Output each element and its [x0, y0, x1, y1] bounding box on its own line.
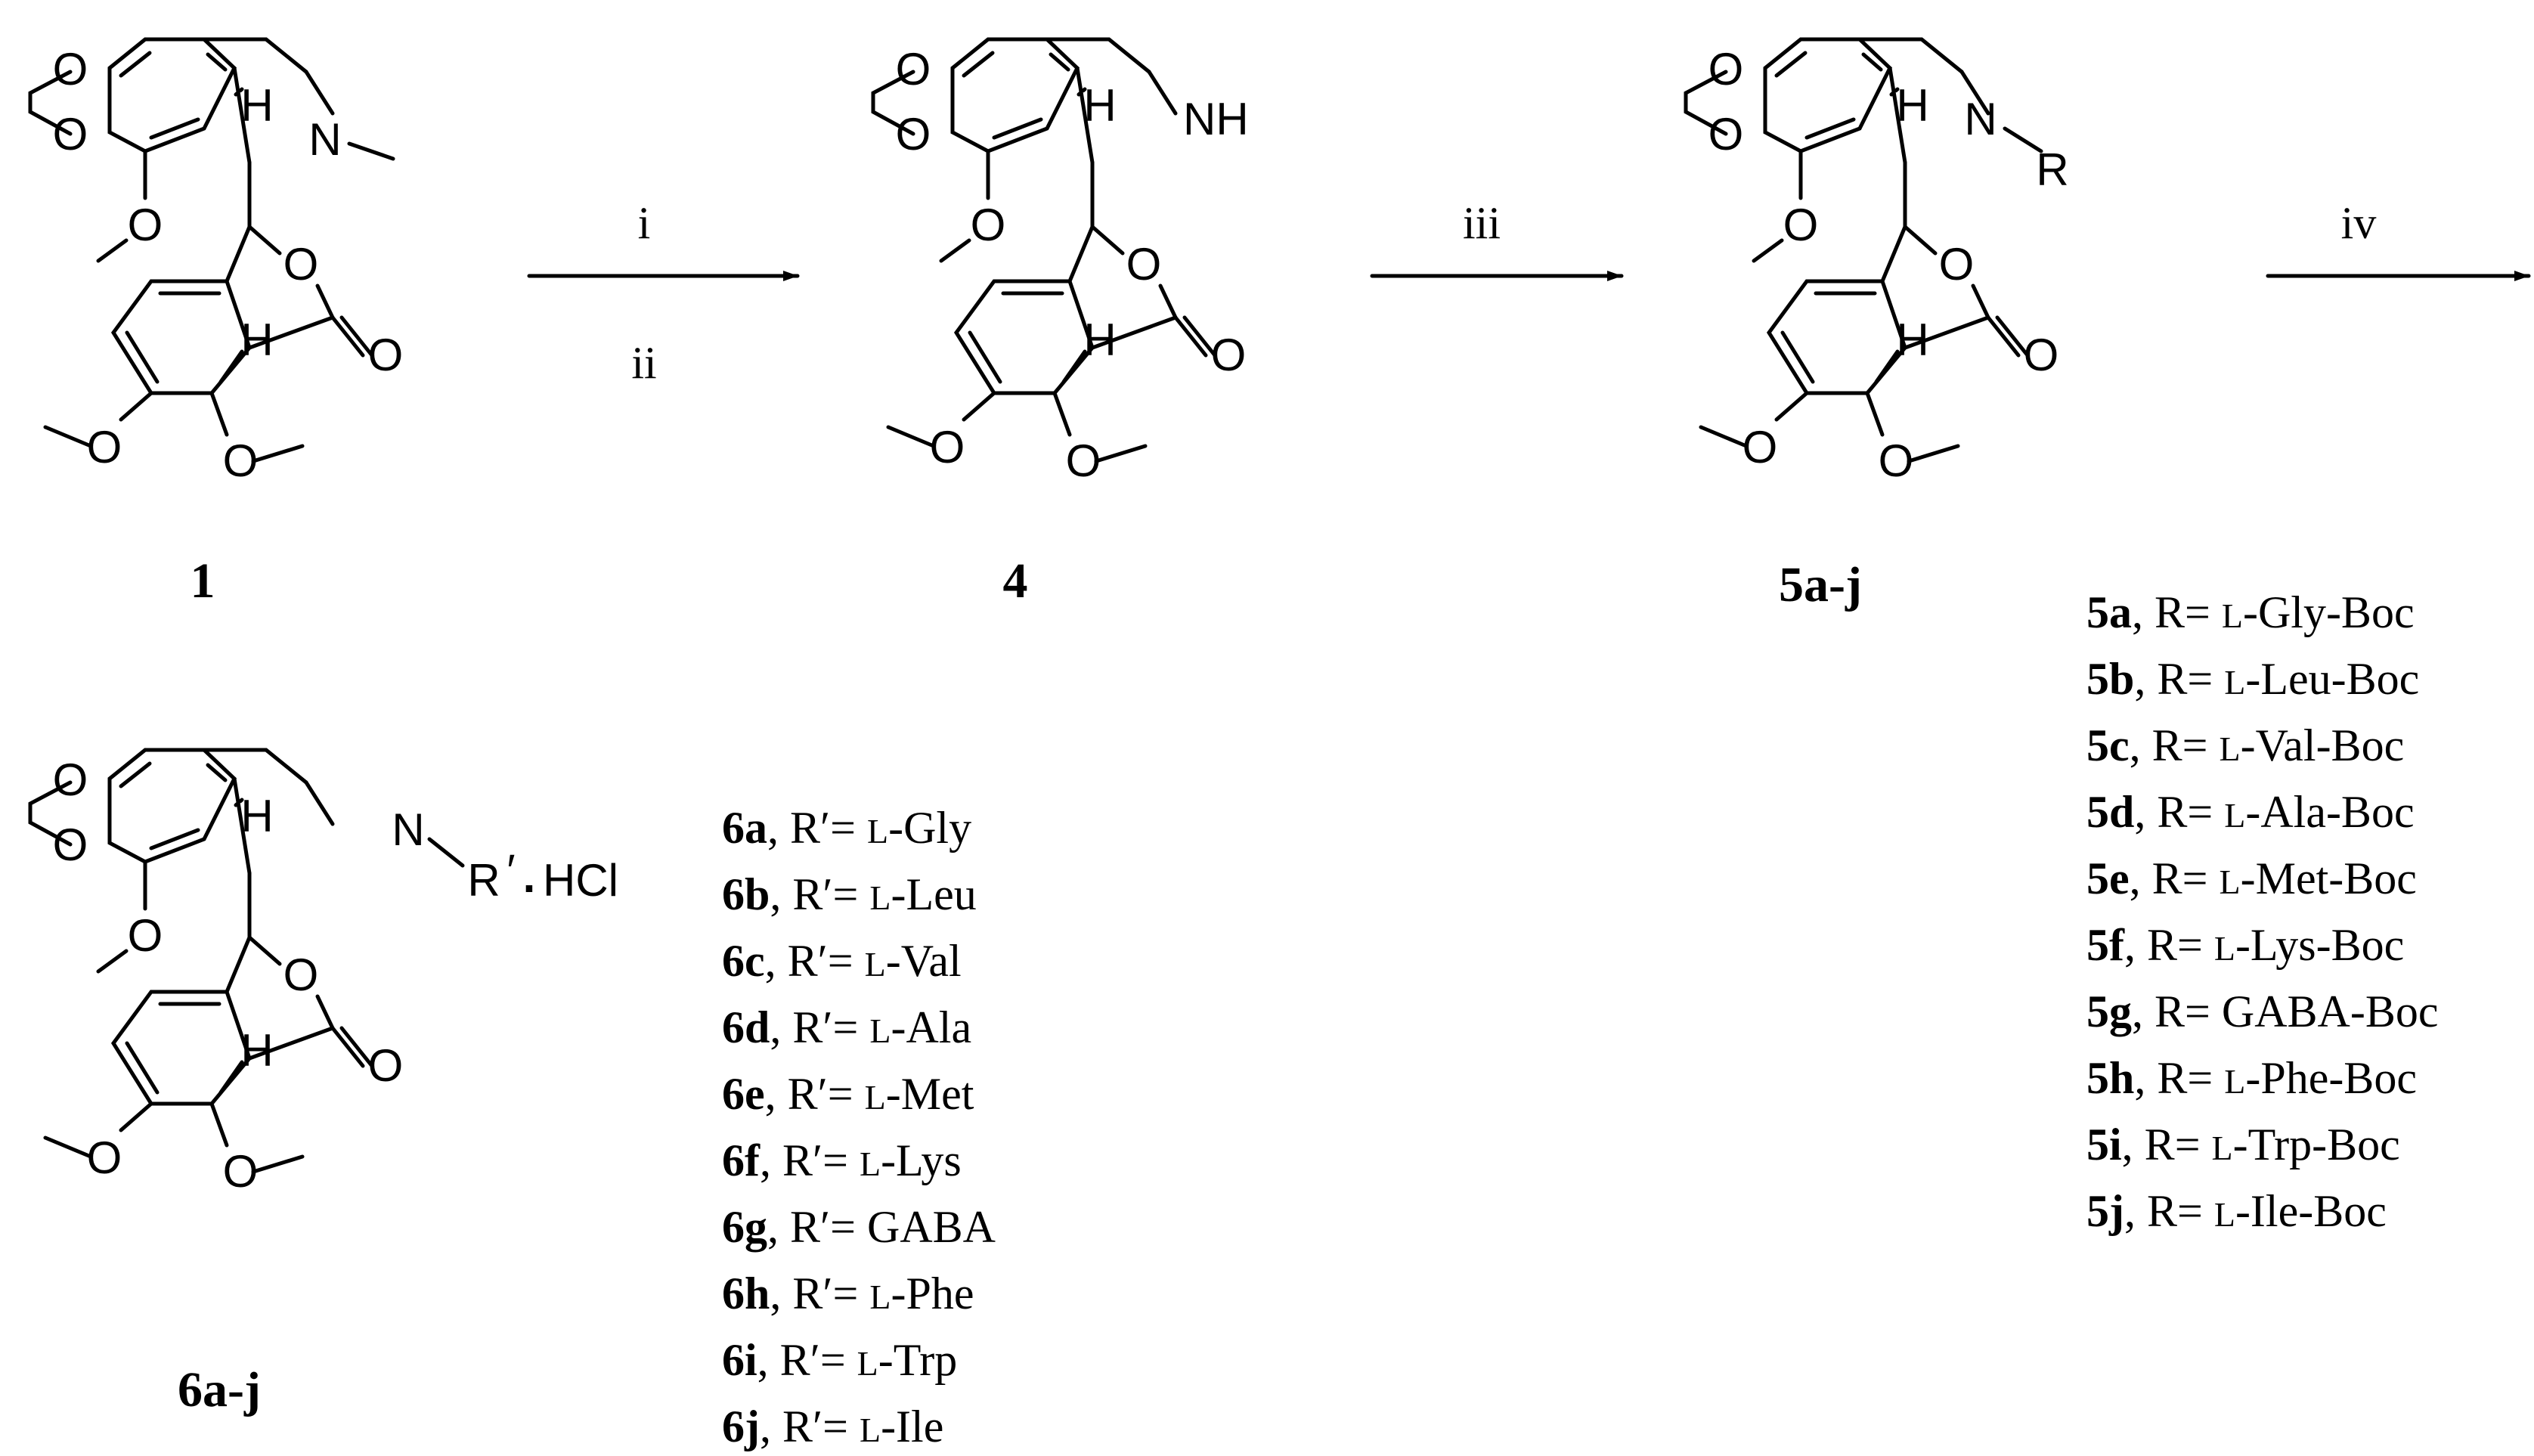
atom-o-dioxole-4b: O — [896, 109, 931, 160]
atom-n-5: N — [1964, 94, 1997, 144]
list-entry-6h: 6h, R′= L-Phe — [722, 1269, 974, 1318]
atom-o-ome-4b: O — [930, 422, 965, 472]
list-entry-5f: 5f, R= L-Lys-Boc — [2086, 920, 2404, 970]
list-entry-5e: 5e, R= L-Met-Boc — [2086, 853, 2417, 903]
atom-o-ome-4c: O — [1066, 435, 1101, 486]
reagent-iii: iii — [1463, 198, 1501, 248]
reagent-iv: iv — [2341, 198, 2377, 248]
atom-o-ome-6a: O — [128, 910, 163, 961]
atom-o-ome-5c: O — [1879, 435, 1914, 486]
list-entry-5h: 5h, R= L-Phe-Boc — [2086, 1053, 2417, 1103]
reaction-arrow-3: iv — [2266, 198, 2531, 281]
atom-o-carbonyl-6: O — [368, 1040, 404, 1091]
atom-r-prime-6: R — [467, 855, 500, 906]
list-entry-5d: 5d, R= L-Ala-Boc — [2086, 787, 2415, 837]
reagent-ii: ii — [631, 338, 656, 388]
compound-label-1: 1 — [191, 553, 215, 609]
list-entry-6j: 6j, R′= L-Ile — [722, 1402, 943, 1451]
atom-o-ome-5b: O — [1743, 422, 1778, 472]
atom-o-dioxole-6b: O — [53, 819, 88, 870]
list-entry-6g: 6g, R′= GABA — [722, 1202, 996, 1252]
atom-h-6b: H — [240, 1025, 273, 1076]
atom-hcl-6: HCl — [543, 855, 618, 906]
molecule-5: O O O N R O O O O H H 5a-j — [1686, 39, 2069, 612]
compound-label-5: 5a-j — [1779, 557, 1862, 612]
atom-o-carbonyl-1: O — [368, 330, 404, 380]
reagent-i: i — [638, 198, 651, 248]
atom-o-lactone-5: O — [1939, 239, 1975, 290]
compound-label-6: 6a-j — [178, 1362, 261, 1417]
atom-o-dioxole-5a: O — [1708, 44, 1744, 94]
atom-o-lactone-4: O — [1126, 239, 1162, 290]
list-entry-5i: 5i, R= L-Trp-Boc — [2086, 1120, 2400, 1169]
atom-o-ome-1a: O — [128, 200, 163, 250]
atom-o-ome-1c: O — [223, 435, 259, 486]
list-entry-5j: 5j, R= L-Ile-Boc — [2086, 1186, 2387, 1236]
atom-prime-6: ′ — [506, 845, 515, 896]
atom-o-lactone-6: O — [283, 949, 319, 1000]
atom-o-carbonyl-5: O — [2024, 330, 2059, 380]
atom-o-dioxole-1b: O — [53, 109, 88, 160]
molecule-6: O O O N R ′ . HCl O O O O H H 6a-j — [30, 750, 618, 1417]
list-entry-5a: 5a, R= L-Gly-Boc — [2086, 587, 2415, 637]
atom-h-4a: H — [1083, 80, 1116, 131]
atom-h-4b: H — [1083, 314, 1116, 365]
list-entry-6i: 6i, R′= L-Trp — [722, 1335, 957, 1385]
list-entry-6b: 6b, R′= L-Leu — [722, 869, 977, 919]
substituent-list-5: 5a, R= L-Gly-Boc 5b, R= L-Leu-Boc 5c, R= L… — [2086, 587, 2439, 1236]
list-entry-5g: 5g, R= GABA-Boc — [2086, 987, 2439, 1036]
molecule-4: O O O NH O O O O H H 4 — [873, 39, 1249, 609]
reaction-arrow-1: i ii — [527, 198, 800, 388]
atom-o-ome-5a: O — [1783, 200, 1819, 250]
atom-n-6: N — [392, 804, 424, 855]
atom-o-dioxole-6a: O — [53, 754, 88, 805]
atom-h-5a: H — [1896, 80, 1928, 131]
atom-n-1: N — [308, 114, 341, 165]
list-entry-5b: 5b, R= L-Leu-Boc — [2086, 654, 2419, 704]
atom-o-lactone-1: O — [283, 239, 319, 290]
list-entry-6e: 6e, R′= L-Met — [722, 1069, 974, 1119]
atom-h-6a: H — [240, 791, 273, 841]
atom-r-5: R — [2036, 144, 2068, 195]
atom-h-1a: H — [240, 80, 273, 131]
list-entry-6f: 6f, R′= L-Lys — [722, 1135, 962, 1185]
atom-o-ome-4a: O — [971, 200, 1006, 250]
reaction-arrow-2: iii — [1370, 198, 1624, 281]
list-entry-5c: 5c, R= L-Val-Boc — [2086, 720, 2404, 770]
atom-o-ome-6c: O — [223, 1146, 259, 1197]
atom-h-5b: H — [1896, 314, 1928, 365]
atom-o-dioxole-5b: O — [1708, 109, 1744, 160]
atom-o-ome-6b: O — [87, 1132, 122, 1183]
list-entry-6a: 6a, R′= L-Gly — [722, 803, 971, 853]
atom-nh-4: NH — [1183, 94, 1249, 144]
list-entry-6d: 6d, R′= L-Ala — [722, 1002, 971, 1052]
atom-dot-6: . — [523, 851, 536, 902]
atom-o-carbonyl-4: O — [1211, 330, 1247, 380]
molecule-1: O O O N O O O O H H 1 — [30, 39, 403, 609]
compound-label-4: 4 — [1003, 553, 1028, 609]
atom-o-dioxole-4a: O — [896, 44, 931, 94]
list-entry-6c: 6c, R′= L-Val — [722, 936, 962, 986]
atom-o-ome-1b: O — [87, 422, 122, 472]
atom-h-1b: H — [240, 314, 273, 365]
atom-o-dioxole-1a: O — [53, 44, 88, 94]
substituent-list-6: 6a, R′= L-Gly 6b, R′= L-Leu 6c, R′= L-Val 6… — [722, 803, 996, 1451]
